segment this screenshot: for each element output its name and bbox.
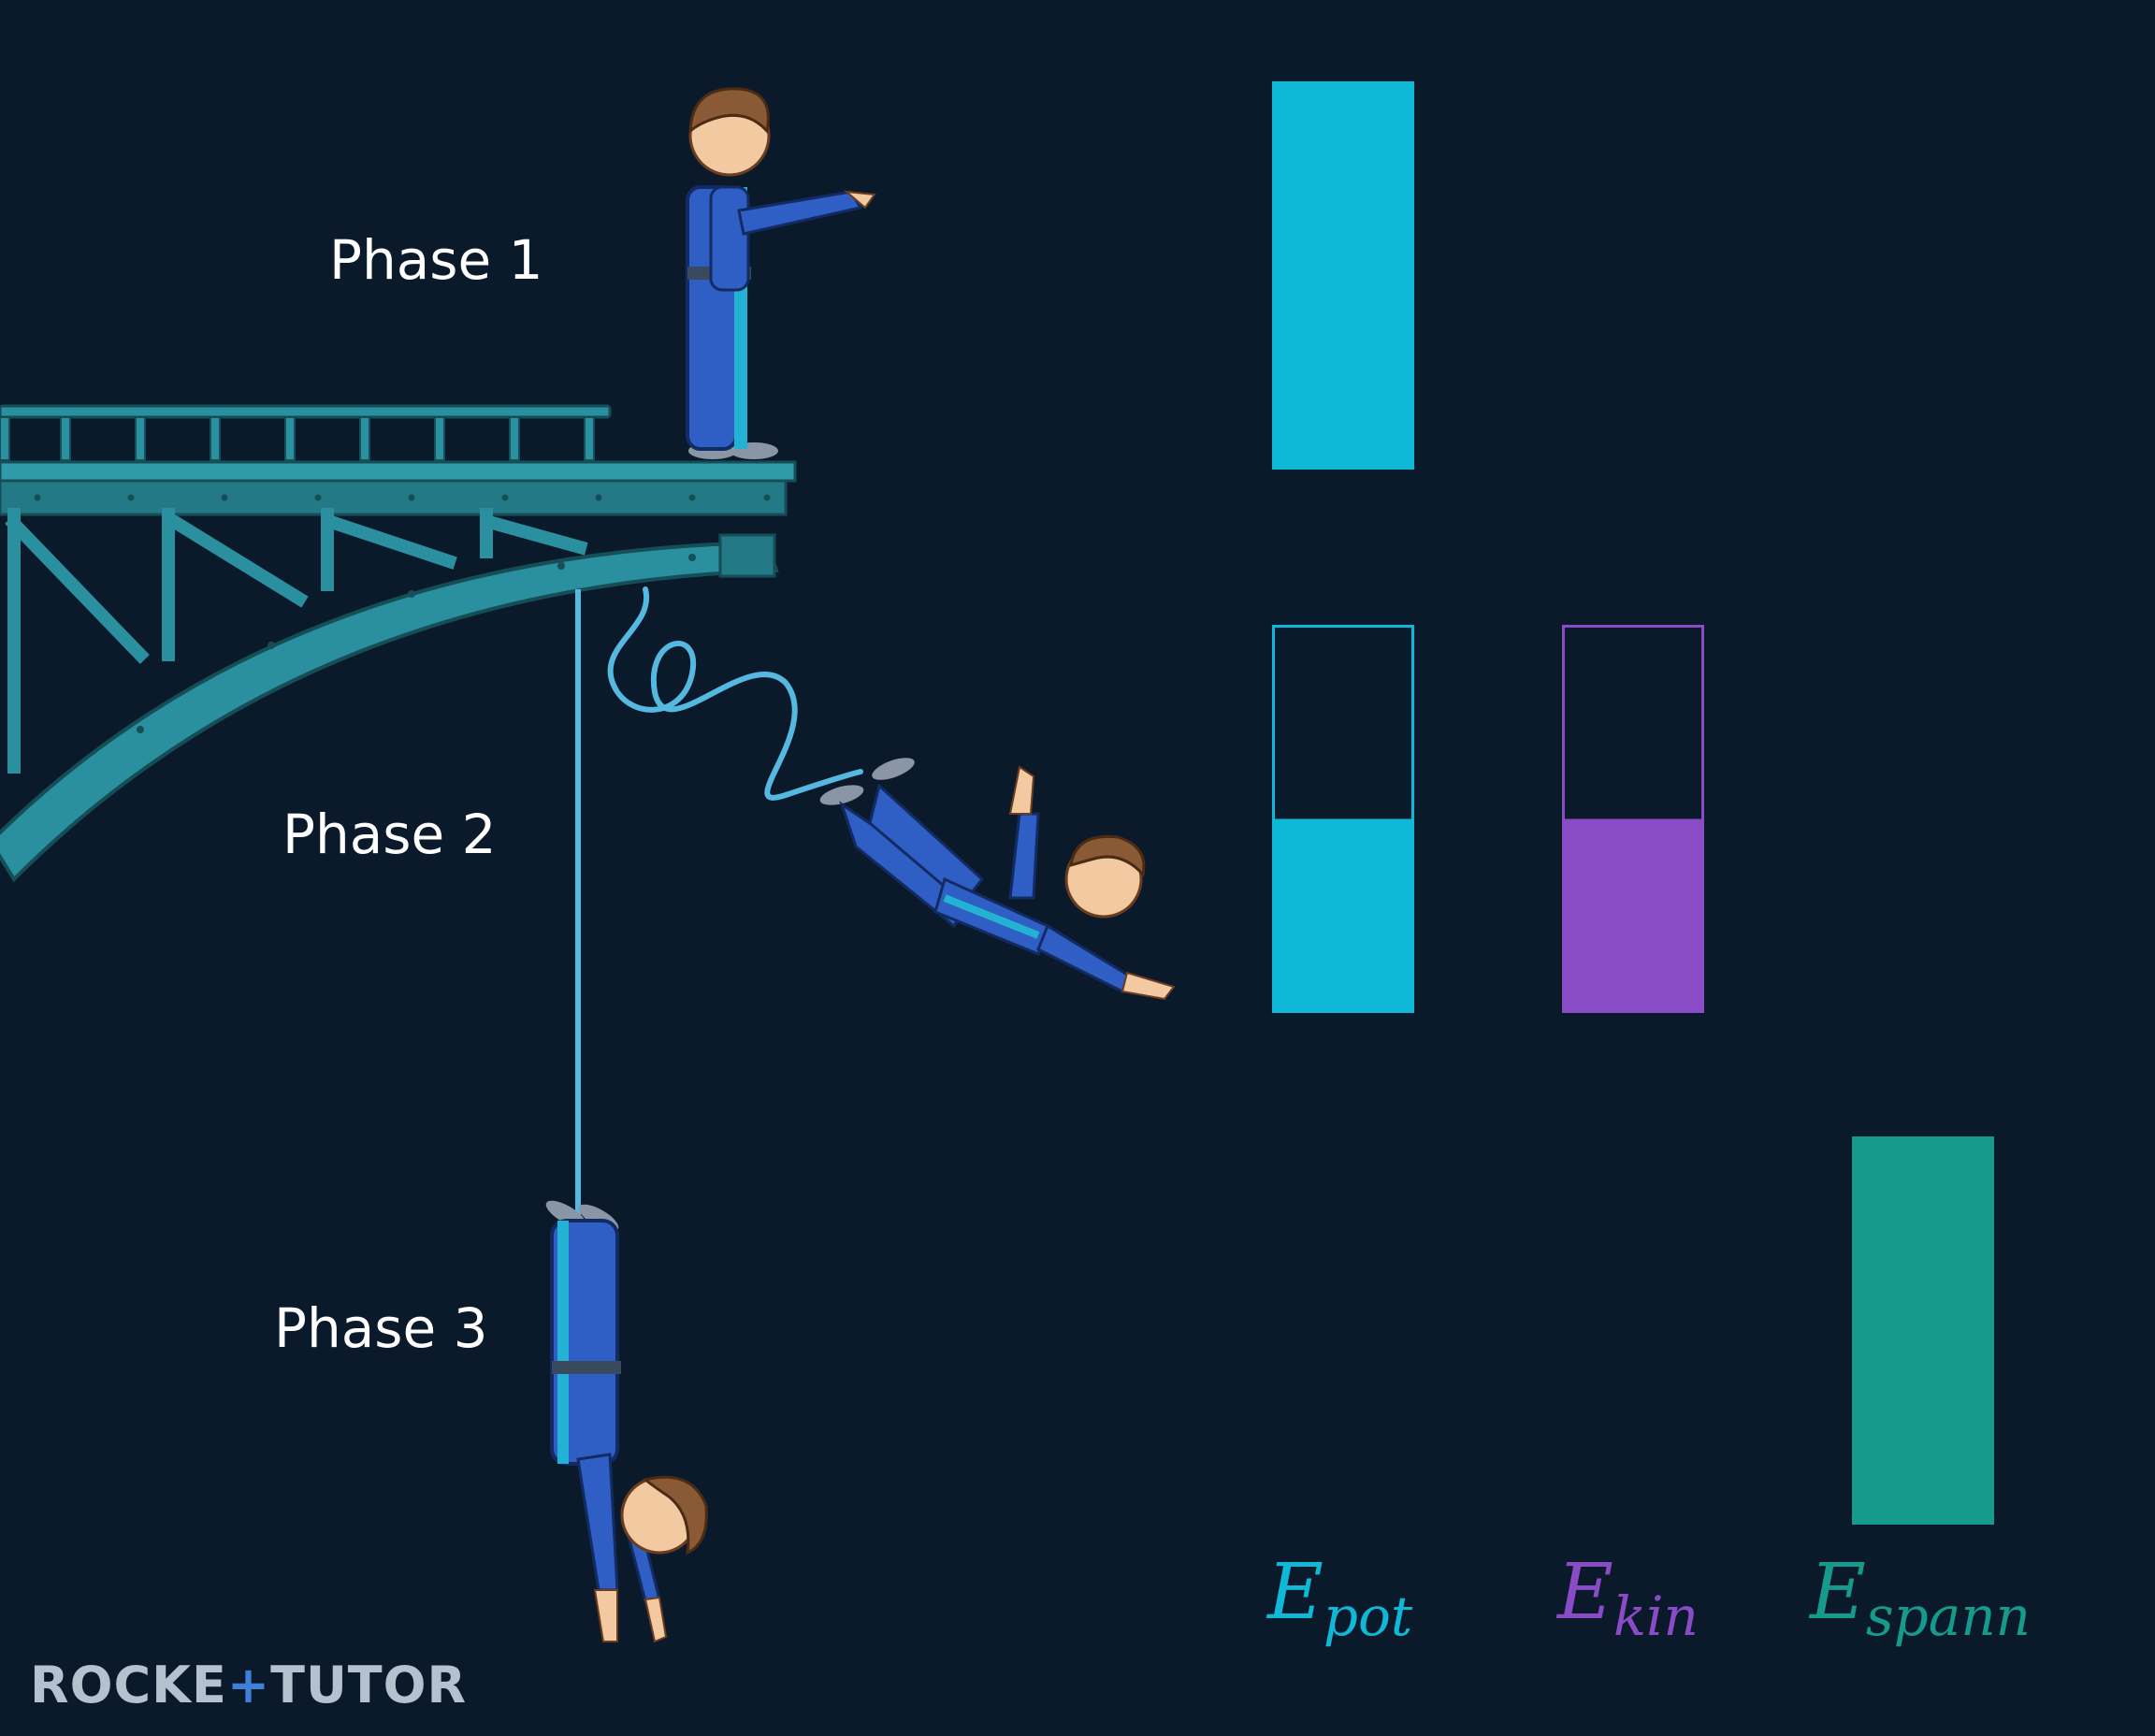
phase-2-label: Phase 2 [282, 803, 497, 866]
espann-label-main: E [1808, 1548, 1866, 1637]
ekin-label: Ekin [1555, 1548, 1699, 1648]
bar-phase1-pot [1272, 81, 1414, 470]
energy-bars [1272, 81, 1994, 1525]
ekin-label-main: E [1555, 1548, 1613, 1637]
epot-label: Epot [1266, 1548, 1413, 1648]
phase-3-label: Phase 3 [274, 1296, 488, 1360]
rocketutor-logo: ROCKE+TUTOR [30, 1656, 467, 1714]
phase-1-label: Phase 1 [329, 228, 543, 292]
espann-label: Espann [1808, 1548, 2031, 1648]
jumper-phase1 [686, 87, 876, 459]
bridge [0, 404, 797, 883]
bar-phase3-spann [1852, 1136, 1994, 1525]
logo-plus: + [226, 1656, 271, 1714]
logo-part1: ROCKE [30, 1656, 227, 1714]
jumper-phase2 [819, 758, 1176, 1001]
bungee-cord-phase2 [607, 586, 863, 801]
bar-phase2-pot [1272, 818, 1414, 1013]
espann-label-sub: spann [1866, 1584, 2031, 1648]
ekin-label-sub: kin [1613, 1584, 1699, 1648]
jumper-phase3 [545, 1200, 708, 1643]
epot-label-sub: pot [1323, 1584, 1413, 1648]
logo-part2: TUTOR [270, 1656, 468, 1714]
bar-phase2-kin [1562, 818, 1704, 1013]
epot-label-main: E [1266, 1548, 1323, 1637]
